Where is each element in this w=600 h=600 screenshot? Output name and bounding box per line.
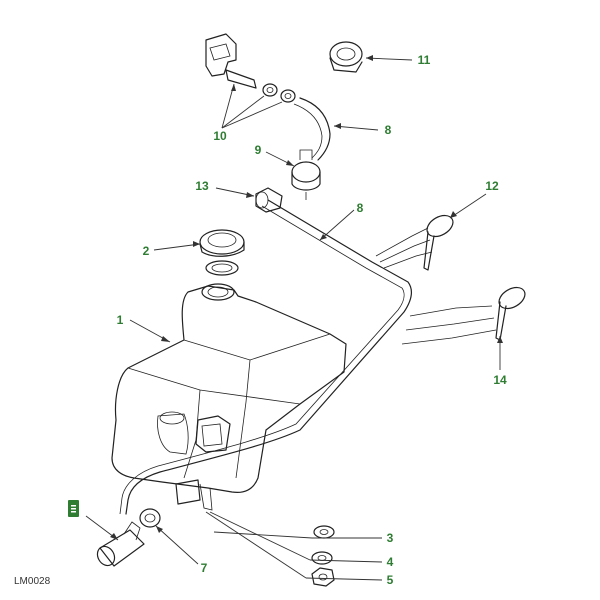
filler-cap [199, 229, 245, 276]
callout-8-upper[interactable]: 8 [385, 123, 392, 137]
callout-14[interactable]: 14 [493, 373, 507, 387]
wiring-leads [375, 227, 497, 345]
callout-10[interactable]: 10 [213, 129, 227, 143]
pump-grommet [139, 508, 161, 528]
washer-jet-bracket [205, 33, 296, 103]
callout-labels: 1 2 3 4 5 7 8 8 9 10 11 12 13 14 [117, 53, 507, 587]
mounting-washer-3 [313, 525, 335, 539]
callout-12[interactable]: 12 [485, 179, 499, 193]
washer-hose [119, 97, 413, 515]
diagram-reference-code: LM0028 [14, 576, 51, 587]
washer-reservoir [111, 283, 347, 511]
callout-13[interactable]: 13 [195, 179, 209, 193]
cable-tie-upper [423, 214, 454, 271]
mounting-nut-5 [311, 567, 335, 587]
cable-tie-lower [495, 286, 526, 341]
washer-pump [96, 521, 145, 567]
callout-4[interactable]: 4 [387, 555, 394, 569]
callout-7[interactable]: 7 [201, 561, 208, 575]
callout-2[interactable]: 2 [143, 244, 150, 258]
non-return-valve [291, 149, 321, 200]
callout-1[interactable]: 1 [117, 313, 124, 327]
hose-connector [255, 187, 283, 213]
leader-lines [85, 55, 503, 581]
callout-9[interactable]: 9 [255, 143, 262, 157]
hose-clip [329, 41, 363, 73]
highlighted-callout-marker[interactable] [68, 500, 79, 517]
callout-11[interactable]: 11 [418, 53, 431, 67]
callout-3[interactable]: 3 [387, 531, 394, 545]
callout-5[interactable]: 5 [387, 573, 394, 587]
mounting-washer-4 [311, 551, 333, 565]
callout-8-lower[interactable]: 8 [357, 201, 364, 215]
